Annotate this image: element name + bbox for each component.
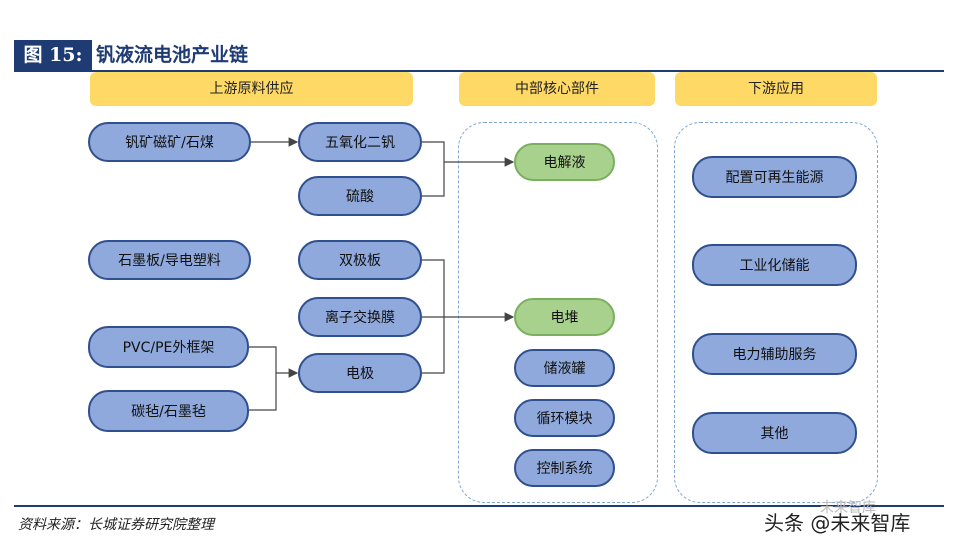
watermark: 头条 @未来智库	[764, 511, 911, 535]
title-divider	[14, 70, 944, 72]
node-circulation-module: 循环模块	[514, 399, 615, 437]
node-grid-service: 电力辅助服务	[692, 333, 857, 375]
node-industrial-storage: 工业化储能	[692, 244, 857, 286]
node-carbon-felt: 碳毡/石墨毡	[88, 390, 249, 432]
watermark-faint: 未来智库	[820, 500, 876, 516]
source-note: 资料来源：长城证券研究院整理	[18, 517, 214, 533]
node-graphite-plate: 石墨板/导电塑料	[88, 240, 251, 280]
node-other: 其他	[692, 412, 857, 454]
node-ion-membrane: 离子交换膜	[298, 297, 422, 337]
node-sulfuric-acid: 硫酸	[298, 176, 422, 216]
node-renewable-config: 配置可再生能源	[692, 156, 857, 198]
midstream-group	[458, 122, 658, 503]
bracket-electrode-inputs	[249, 346, 277, 411]
downstream-group	[674, 122, 878, 503]
node-vanadium-ore: 钒矿磁矿/石煤	[88, 122, 251, 162]
figure-label: 图 15:	[14, 40, 92, 70]
node-electrolyte: 电解液	[514, 143, 615, 181]
node-control-system: 控制系统	[514, 449, 615, 487]
bracket-electrolyte-inputs	[422, 141, 445, 197]
upstream-header: 上游原料供应	[90, 72, 413, 106]
node-vanadium-pentoxide: 五氧化二钒	[298, 122, 422, 162]
node-stack: 电堆	[514, 298, 615, 336]
midstream-header: 中部核心部件	[459, 72, 655, 106]
node-pvc-frame: PVC/PE外框架	[88, 326, 249, 368]
footer-divider	[14, 505, 944, 507]
downstream-header: 下游应用	[675, 72, 877, 106]
node-electrode: 电极	[298, 353, 422, 393]
node-bipolar-plate: 双极板	[298, 240, 422, 280]
node-storage-tank: 储液罐	[514, 349, 615, 387]
figure-title: 钒液流电池产业链	[96, 44, 249, 66]
